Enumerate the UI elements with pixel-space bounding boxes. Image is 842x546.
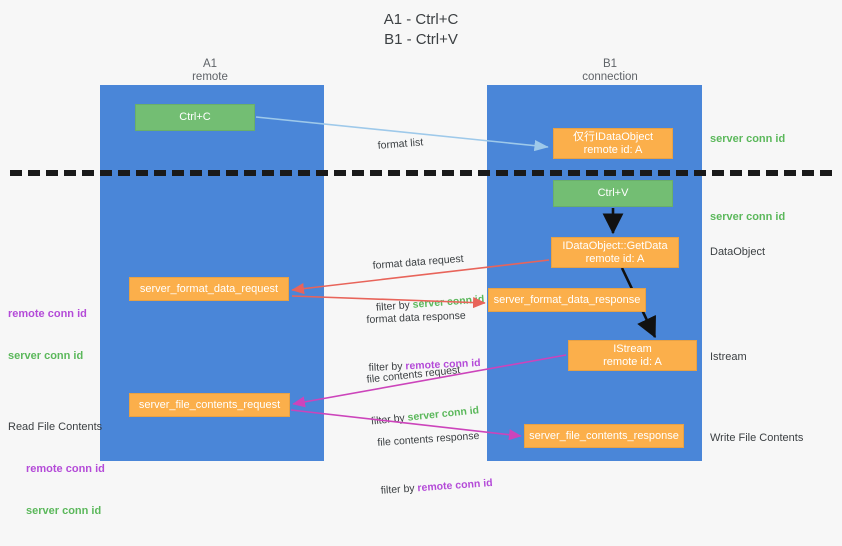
annotation-read-server-conn-id: server conn id: [26, 505, 102, 517]
node-server-format-data-response[interactable]: server_format_data_response: [488, 288, 646, 312]
annotation-left-remote-conn-id: remote conn id: [8, 308, 87, 320]
column-header-a1: A1 remote: [192, 58, 228, 83]
node-istream-line1: IStream: [613, 342, 652, 355]
node-server-file-contents-request[interactable]: server_file_contents_request: [129, 393, 290, 417]
annotation-left-conn-ids: remote conn id server conn id: [8, 279, 87, 391]
node-idataobject[interactable]: 仅行IDataObject remote id: A: [553, 128, 673, 159]
annotation-read-file-contents: Read File Contents: [8, 421, 103, 433]
diagram-canvas: A1 - Ctrl+C B1 - Ctrl+V A1 remote B1 con…: [8, 11, 832, 517]
annotation-write-file-contents: Write File Contents: [710, 432, 804, 444]
flow-label-file-contents-request-text: file contents request: [366, 364, 461, 386]
annotation-left-server-conn-id: server conn id: [8, 350, 84, 362]
filter-value-remote-conn-id: remote conn id: [417, 476, 493, 495]
node-ctrl-v[interactable]: Ctrl+V: [553, 180, 673, 207]
flow-label-file-contents-response: file contents response filter by remote …: [375, 400, 495, 526]
node-idataobject-line2: remote id: A: [583, 143, 643, 156]
node-ctrl-c[interactable]: Ctrl+C: [135, 104, 255, 131]
filter-prefix: filter by: [380, 482, 418, 497]
annotation-dataobject: DataObject: [710, 246, 766, 258]
flow-label-format-data-response-text: format data response: [366, 309, 466, 326]
node-server-file-contents-response[interactable]: server_file_contents_response: [524, 424, 684, 448]
annotation-server-conn-id-top: server conn id: [710, 133, 786, 145]
annotation-istream: Istream: [710, 351, 747, 363]
node-server-file-contents-request-label: server_file_contents_request: [138, 398, 281, 411]
section-divider: [10, 170, 832, 176]
node-ctrl-v-label: Ctrl+V: [597, 187, 629, 199]
node-server-format-data-response-label: server_format_data_response: [493, 293, 641, 306]
node-idataobject-getdata[interactable]: IDataObject::GetData remote id: A: [551, 237, 679, 268]
flow-label-format-list-text: format list: [377, 136, 424, 152]
flow-label-file-contents-response-filter: filter by remote conn id: [380, 476, 493, 498]
node-getdata-line2: remote id: A: [585, 252, 645, 265]
node-getdata-line1: IDataObject::GetData: [562, 239, 668, 252]
node-ctrl-c-label: Ctrl+C: [179, 111, 211, 123]
node-server-format-data-request[interactable]: server_format_data_request: [129, 277, 289, 301]
column-header-b1: B1 connection: [582, 58, 638, 83]
node-istream[interactable]: IStream remote id: A: [568, 340, 697, 371]
node-idataobject-line1: 仅行IDataObject: [572, 130, 654, 143]
node-server-file-contents-response-label: server_file_contents_response: [529, 429, 679, 442]
annotation-read-file-contents-group: Read File Contents remote conn id server…: [8, 392, 105, 546]
flow-label-format-data-request-text: format data request: [372, 252, 464, 272]
annotation-server-conn-id-mid: server conn id: [710, 211, 786, 223]
node-istream-line2: remote id: A: [603, 355, 662, 368]
page-title: A1 - Ctrl+C B1 - Ctrl+V: [383, 11, 459, 48]
flow-label-file-contents-response-text: file contents response: [377, 429, 480, 449]
node-server-format-data-request-label: server_format_data_request: [139, 282, 279, 295]
annotation-read-remote-conn-id: remote conn id: [26, 463, 105, 475]
